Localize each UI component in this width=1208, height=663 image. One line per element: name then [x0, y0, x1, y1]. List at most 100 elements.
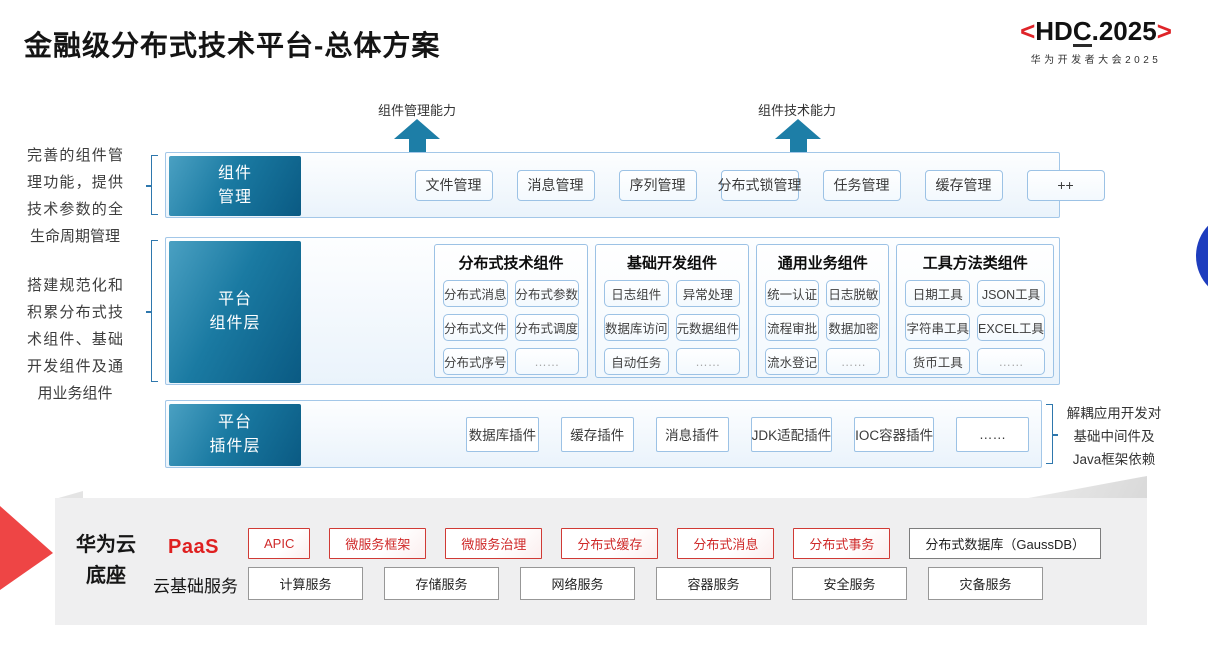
layer-label-line: 管理 — [217, 189, 252, 206]
plugin-items: 数据库插件 缓存插件 消息插件 JDK适配插件 IOC容器插件 …… — [466, 401, 1029, 467]
group-grid: 分布式消息 分布式参数 分布式文件 分布式调度 分布式序号 …… — [443, 280, 580, 375]
platform-component-groups: 分布式技术组件 分布式消息 分布式参数 分布式文件 分布式调度 分布式序号 ……… — [434, 244, 1054, 378]
plugin-box: 缓存插件 — [560, 416, 634, 452]
cell-box: 分布式消息 — [443, 280, 508, 307]
iaas-box: 灾备服务 — [928, 567, 1043, 600]
plugin-box: JDK适配插件 — [750, 416, 833, 452]
paas-box: 分布式缓存 — [561, 528, 659, 559]
note-line: 基础中间件及 — [1073, 429, 1155, 445]
group-title: 基础开发组件 — [627, 255, 718, 272]
hdc-year: .2025 — [1091, 16, 1157, 46]
component-management-items: 文件管理 消息管理 序列管理 分布式锁管理 任务管理 缓存管理 ++ — [414, 153, 1105, 217]
page-title: 金融级分布式技术平台-总体方案 — [24, 30, 441, 61]
cell-box: 数据加密 — [826, 314, 881, 341]
cell-box: 流水登记 — [765, 348, 820, 375]
group-box-utility: 工具方法类组件 日期工具 JSON工具 字符串工具 EXCEL工具 货币工具 …… — [896, 244, 1054, 378]
layer-label-platform-components: 平台 组件层 — [169, 241, 301, 383]
plugin-box-ellipsis: …… — [956, 416, 1029, 452]
component-box: 缓存管理 — [924, 169, 1003, 201]
cell-box: 流程审批 — [765, 314, 820, 341]
layer-label-line: 平台 — [217, 414, 252, 431]
iaas-box: 存储服务 — [384, 567, 499, 600]
note-line: Java框架依赖 — [1072, 452, 1156, 468]
layer-label-platform-plugins: 平台 插件层 — [169, 404, 301, 466]
cell-box-ellipsis: …… — [977, 348, 1045, 375]
iaas-box: 安全服务 — [792, 567, 907, 600]
group-grid: 统一认证 日志脱敏 流程审批 数据加密 流水登记 …… — [765, 280, 881, 375]
group-box-basic-dev: 基础开发组件 日志组件 异常处理 数据库访问 元数据组件 自动任务 …… — [595, 244, 750, 378]
cell-box: 日期工具 — [905, 280, 970, 307]
panel-label-huawei-cloud: 华为云 底座 — [60, 530, 152, 592]
component-box: 消息管理 — [516, 169, 595, 201]
component-box: 序列管理 — [618, 169, 697, 201]
layer-label-line: 平台 — [217, 291, 252, 308]
iaas-box: 网络服务 — [520, 567, 635, 600]
layer-row-platform-plugins: 平台 插件层 数据库插件 缓存插件 消息插件 JDK适配插件 IOC容器插件 …… — [165, 400, 1042, 468]
layer-row-platform-components: 平台 组件层 分布式技术组件 分布式消息 分布式参数 分布式文件 分布式调度 分… — [165, 237, 1060, 385]
huawei-cloud-panel — [55, 498, 1147, 625]
iaas-label: 云基础服务 — [153, 577, 238, 596]
paas-label: PaaS — [168, 536, 219, 558]
cell-box: 分布式文件 — [443, 314, 508, 341]
hdc-open-bracket: < — [1020, 16, 1036, 46]
hdc-text-c: C — [1072, 16, 1092, 47]
note-line: 解耦应用开发对 — [1066, 406, 1162, 421]
group-grid: 日志组件 异常处理 数据库访问 元数据组件 自动任务 …… — [604, 280, 741, 375]
paas-box: 分布式消息 — [677, 528, 775, 559]
paas-box: 微服务框架 — [329, 528, 427, 559]
paas-items: APIC 微服务框架 微服务治理 分布式缓存 分布式消息 分布式事务 分布式数据… — [248, 528, 1102, 559]
cell-box: 分布式调度 — [514, 314, 580, 341]
arrow-label-technology: 组件技术能力 — [757, 103, 836, 118]
iaas-items: 计算服务 存储服务 网络服务 容器服务 安全服务 灾备服务 — [248, 567, 1043, 600]
cell-box: 分布式序号 — [443, 348, 508, 375]
hdc-logo-subtitle: 华为开发者大会2025 — [1030, 55, 1162, 66]
paas-box: 微服务治理 — [445, 528, 543, 559]
gaussdb-box: 分布式数据库（GaussDB） — [909, 528, 1102, 559]
component-box: 分布式锁管理 — [718, 169, 802, 201]
component-box: 文件管理 — [414, 169, 493, 201]
cell-box-ellipsis: …… — [826, 348, 881, 375]
component-box: 任务管理 — [822, 169, 901, 201]
cell-box: 字符串工具 — [905, 314, 970, 341]
layer-label-line: 插件层 — [209, 438, 261, 455]
red-chevron-icon — [0, 506, 53, 590]
iaas-box: 容器服务 — [656, 567, 771, 600]
cell-box: 分布式参数 — [514, 280, 580, 307]
panel-label-line: 底座 — [86, 565, 126, 587]
group-title: 通用业务组件 — [777, 255, 868, 272]
plugin-box: 数据库插件 — [466, 416, 539, 452]
cell-box: 日志脱敏 — [826, 280, 881, 307]
note-component-management: 完善的组件管理功能，提供技术参数的全生命周期管理 — [27, 147, 123, 245]
group-title: 工具方法类组件 — [922, 255, 1028, 272]
bracket-icon — [146, 240, 158, 382]
plugin-box: IOC容器插件 — [854, 416, 935, 452]
cell-box: 数据库访问 — [604, 314, 669, 341]
paas-box: APIC — [248, 528, 311, 559]
note-platform-components: 搭建规范化和积累分布式技术组件、基础开发组件及通用业务组件 — [27, 277, 123, 402]
cell-box: 异常处理 — [675, 280, 741, 307]
plugin-box: 消息插件 — [655, 416, 729, 452]
cell-box: EXCEL工具 — [977, 314, 1045, 341]
cell-box: JSON工具 — [977, 280, 1045, 307]
hdc-close-bracket: > — [1156, 16, 1172, 46]
layer-label-line: 组件 — [217, 165, 252, 182]
layer-row-component-management: 组件 管理 文件管理 消息管理 序列管理 分布式锁管理 任务管理 缓存管理 ++ — [165, 152, 1105, 218]
panel-fold-decoration — [55, 491, 83, 499]
cell-box-ellipsis: …… — [514, 348, 580, 375]
hdc-text: HD — [1035, 16, 1073, 46]
paas-box: 分布式事务 — [793, 528, 891, 559]
cell-box: 日志组件 — [604, 280, 669, 307]
blue-circle-decoration — [1196, 212, 1208, 300]
layer-label-line: 组件层 — [209, 315, 261, 332]
bracket-icon — [1046, 404, 1058, 464]
group-title: 分布式技术组件 — [458, 255, 564, 272]
cell-box: 货币工具 — [905, 348, 970, 375]
group-box-business: 通用业务组件 统一认证 日志脱敏 流程审批 数据加密 流水登记 …… — [756, 244, 890, 378]
group-box-distributed: 分布式技术组件 分布式消息 分布式参数 分布式文件 分布式调度 分布式序号 …… — [434, 244, 589, 378]
cell-box: 自动任务 — [604, 348, 669, 375]
panel-label-line: 华为云 — [76, 534, 136, 556]
bracket-icon — [146, 155, 158, 215]
